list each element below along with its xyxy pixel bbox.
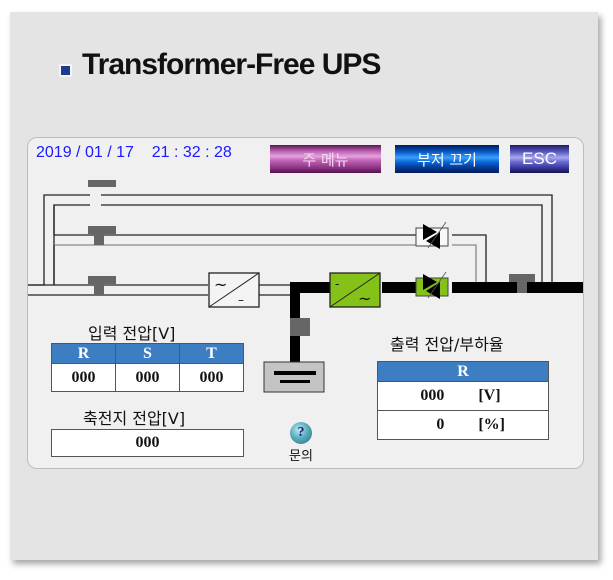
date-month: 01 <box>84 144 103 161</box>
time-separator: : <box>173 144 179 161</box>
output-title: 출력 전압/부하율 <box>390 335 504 354</box>
output-table: R 000 [V] 0 [%] <box>377 361 550 440</box>
output-voltage-value: 000 <box>377 381 463 411</box>
breaker-input[interactable] <box>88 276 116 295</box>
output-load-value: 0 <box>377 410 463 440</box>
esc-button[interactable]: ESC <box>510 145 569 173</box>
table-row: 000 000 000 <box>51 363 244 392</box>
battery-voltage-table: 000 <box>51 429 244 457</box>
input-voltage-t: 000 <box>179 363 244 392</box>
rectifier-icon: ~ – <box>208 272 260 308</box>
date-separator: / <box>107 144 112 161</box>
input-voltage-r: 000 <box>51 363 116 392</box>
column-header: R <box>377 361 549 382</box>
breaker-open-top[interactable] <box>88 180 116 187</box>
main-menu-button[interactable]: 주 메뉴 <box>270 145 381 173</box>
inverter-icon: - ~ <box>329 272 381 308</box>
battery-voltage-title: 축전지 전압[V] <box>83 409 186 428</box>
input-voltage-title: 입력 전압[V] <box>88 324 176 343</box>
svg-text:~: ~ <box>214 275 227 294</box>
input-voltage-s: 000 <box>115 363 180 392</box>
input-voltage-table: R S T 000 000 000 <box>51 343 244 392</box>
time-second: 28 <box>214 144 232 161</box>
battery-voltage-value: 000 <box>51 429 244 457</box>
buzzer-off-button[interactable]: 부저 끄기 <box>395 145 499 173</box>
svg-text:-: - <box>335 277 339 291</box>
time-hour: 21 <box>151 144 170 161</box>
date-day: 17 <box>116 144 134 161</box>
time-separator: : <box>205 144 210 161</box>
bullet-icon <box>61 66 70 75</box>
help-button[interactable]: ? 문의 <box>283 422 319 464</box>
date-year: 2019 <box>36 144 72 161</box>
date-separator: / <box>76 144 81 161</box>
column-header: T <box>179 343 244 364</box>
ups-diagram: ~ – - ~ <box>28 180 583 393</box>
column-header: R <box>51 343 116 364</box>
breaker-bypass[interactable] <box>88 226 116 245</box>
table-row: 0 [%] <box>377 410 550 440</box>
question-icon: ? <box>290 422 314 446</box>
svg-text:~: ~ <box>358 289 371 308</box>
page-title: Transformer-Free UPS <box>82 48 381 81</box>
breaker-output[interactable] <box>509 274 535 293</box>
table-header-row: R S T <box>51 343 244 364</box>
static-switch-bypass-icon <box>415 221 449 249</box>
battery-icon <box>263 361 325 393</box>
svg-text:–: – <box>238 293 244 307</box>
bypass-line-middle <box>53 205 487 285</box>
table-row: 000 [V] <box>377 381 550 411</box>
output-load-unit: [%] <box>462 410 550 440</box>
ups-panel: 2019 / 01 / 17 21 : 32 : 28 주 메뉴 부저 끄기 E… <box>27 137 584 469</box>
help-label: 문의 <box>289 449 313 464</box>
column-header: S <box>115 343 180 364</box>
input-line <box>28 284 290 296</box>
breaker-battery[interactable] <box>290 318 310 336</box>
datetime-display: 2019 / 01 / 17 21 : 32 : 28 <box>36 144 232 162</box>
output-voltage-unit: [V] <box>462 381 550 411</box>
table-row: 000 <box>51 429 244 457</box>
table-header-row: R <box>377 361 549 382</box>
static-switch-inverter-icon <box>415 271 449 299</box>
time-minute: 32 <box>182 144 201 161</box>
bypass-line-top <box>28 194 553 286</box>
